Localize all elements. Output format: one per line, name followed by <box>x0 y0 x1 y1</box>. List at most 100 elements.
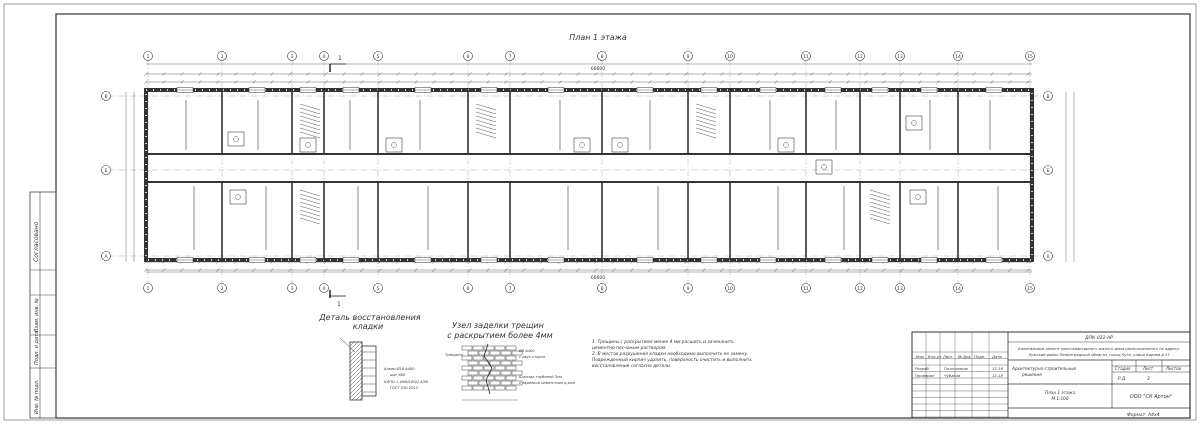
tb-code: ДЛК-022-АР <box>1084 335 1113 341</box>
axis-number: 11 <box>803 286 809 292</box>
axis-bubble <box>101 165 111 175</box>
axis-bubble <box>1043 91 1053 101</box>
tb-company: ООО "СК Артон" <box>1130 394 1172 400</box>
svg-text:Проверил: Проверил <box>915 373 935 378</box>
axis-number: 8 <box>601 286 604 292</box>
detail2-title-line1: Узел заделки трещин <box>452 321 544 330</box>
axis-letter: Б <box>1046 168 1049 174</box>
axis-number: 10 <box>727 286 733 292</box>
dimension-lines <box>125 63 1075 273</box>
axis-bubble <box>143 283 153 293</box>
title-block: ДЛК-022-АР Капитальный ремонт многокварт… <box>911 331 1191 419</box>
svg-text:Формат: Формат <box>1127 412 1146 418</box>
axis-bubble <box>1043 251 1053 261</box>
svg-text:Ø8 А400: Ø8 А400 <box>518 348 535 353</box>
axis-bubble <box>505 283 515 293</box>
axis-letter: Б <box>104 168 107 174</box>
axis-bubble <box>855 51 865 61</box>
outer-frame <box>3 3 1197 421</box>
axis-bubble <box>287 51 297 61</box>
axis-bubble <box>725 283 735 293</box>
detail-crack-repair: Узел заделки трещин с раскрытием более 4… <box>445 321 575 401</box>
axis-number: 2 <box>221 286 224 292</box>
svg-text:ГОСТ 530-2012: ГОСТ 530-2012 <box>390 386 419 390</box>
svg-text:М 1:100: М 1:100 <box>1051 396 1068 401</box>
svg-text:1. Трещины с раскрытием менее: 1. Трещины с раскрытием менее 4 мм расши… <box>592 339 734 345</box>
svg-text:Разраб.: Разраб. <box>915 366 930 371</box>
axis-number: 2 <box>221 54 224 60</box>
axis-number: 12 <box>857 54 863 60</box>
drawing-title: План 1 этажа <box>569 33 627 42</box>
svg-text:Полозников: Полозников <box>944 366 969 371</box>
svg-text:решения: решения <box>1021 372 1042 377</box>
svg-text:Лист: Лист <box>1142 366 1154 371</box>
svg-text:Подп.: Подп. <box>974 354 986 359</box>
svg-text:12.18: 12.18 <box>992 373 1003 378</box>
axis-bubble <box>597 51 607 61</box>
axis-number: 6 <box>467 54 470 60</box>
axis-bubble <box>101 251 111 261</box>
axis-bubble <box>801 51 811 61</box>
walls <box>144 87 1034 263</box>
axis-bubble <box>287 283 297 293</box>
axis-number: 4 <box>323 54 326 60</box>
axis-bubble <box>683 51 693 61</box>
axis-bubble <box>1043 165 1053 175</box>
general-notes: 1. Трещины с раскрытием менее 4 мм расши… <box>592 339 752 369</box>
axis-number: 10 <box>727 54 733 60</box>
axis-bubble <box>143 51 153 61</box>
axis-bubble <box>953 283 963 293</box>
axis-letter: В <box>104 94 107 100</box>
axis-number: 7 <box>509 286 512 292</box>
axis-bubble <box>683 283 693 293</box>
svg-text:Листов: Листов <box>1165 366 1182 371</box>
axis-number: 13 <box>897 286 903 292</box>
svg-text:Кол.уч: Кол.уч <box>928 354 942 359</box>
detail2-title-line2: с раскрытием более 4мм <box>447 331 552 340</box>
axis-number: 13 <box>897 54 903 60</box>
axis-bubble <box>895 283 905 293</box>
axis-bubble <box>373 283 383 293</box>
detail-masonry-restoration: Деталь восстановления кладки Анкер Ø16 А… <box>318 313 429 401</box>
side-stamp-sign: Подп. и дата <box>34 331 40 365</box>
axis-number: 15 <box>1027 54 1033 60</box>
tb-object-line2: Лужский район Ленинградской области, гор… <box>1027 353 1170 357</box>
axis-bubble <box>505 51 515 61</box>
svg-text:Бороздь глубиной 3см: Бороздь глубиной 3см <box>519 375 562 379</box>
axis-bubble <box>1025 283 1035 293</box>
axis-bubble <box>725 51 735 61</box>
axis-number: 1 <box>147 54 150 60</box>
axis-number: 3 <box>291 54 294 60</box>
axis-labels: 1122334455667788991010111112121313141415… <box>101 51 1053 293</box>
svg-text:восстановление согласно детали: восстановление согласно детали. <box>592 364 671 369</box>
axis-letter: А <box>104 254 108 260</box>
side-stamp-agreed: Согласовано <box>33 221 40 262</box>
axis-bubble <box>801 283 811 293</box>
svg-text:КЛПО 1,4НФ/100/2,4/50: КЛПО 1,4НФ/100/2,4/50 <box>384 380 429 384</box>
axis-bubble <box>217 51 227 61</box>
axis-grid <box>108 60 1052 284</box>
svg-text:Стадия: Стадия <box>1115 366 1131 371</box>
svg-text:цементно-песчаным раствором.: цементно-песчаным раствором. <box>592 346 667 351</box>
axis-number: 4 <box>323 286 326 292</box>
side-stamp: Согласовано Взам. инв. № Подп. и дата Ин… <box>29 191 57 419</box>
detail1-title-line1: Деталь восстановления <box>318 313 420 322</box>
axis-bubble <box>217 283 227 293</box>
svg-text:12.18: 12.18 <box>992 366 1003 371</box>
axis-number: 14 <box>955 54 961 60</box>
tb-format: А4х4 <box>1147 412 1160 418</box>
axis-bubble <box>855 283 865 293</box>
axis-number: 7 <box>509 54 512 60</box>
svg-text:Трещина: Трещина <box>445 352 464 357</box>
axis-bubble <box>373 51 383 61</box>
axis-bubble <box>319 51 329 61</box>
tb-section: Архитектурно-строительные <box>1011 366 1077 371</box>
axis-number: 14 <box>955 286 961 292</box>
detail1-title-line2: кладки <box>353 322 383 331</box>
axis-bubble <box>101 91 111 101</box>
axis-number: 5 <box>377 54 380 60</box>
svg-text:с двух сторон: с двух сторон <box>519 355 546 359</box>
svg-text:1: 1 <box>338 55 342 62</box>
axis-number: 11 <box>803 54 809 60</box>
